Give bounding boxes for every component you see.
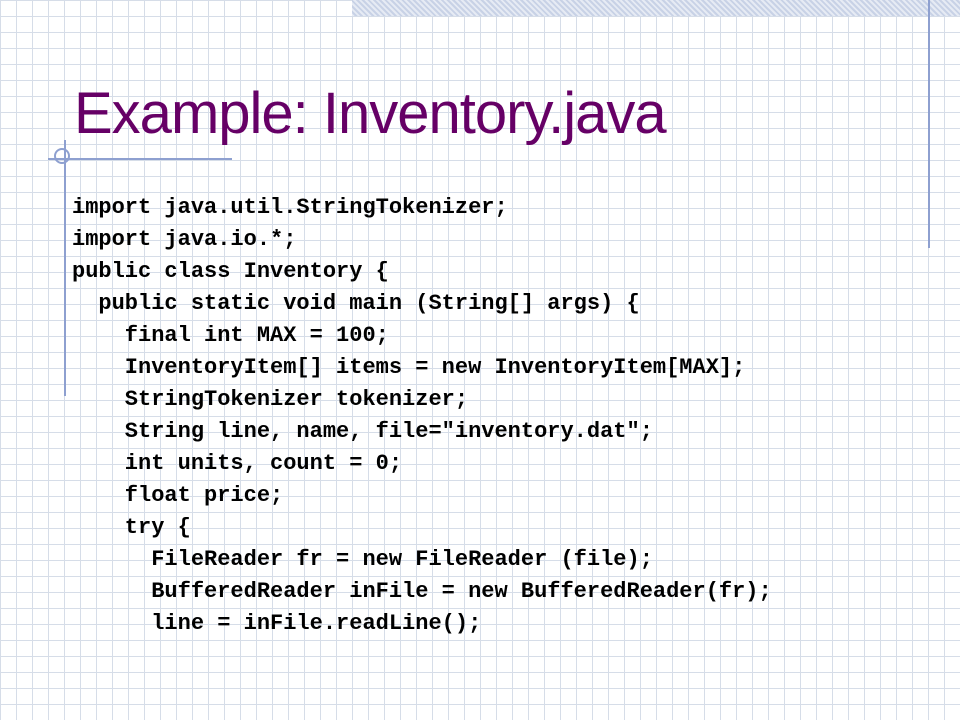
code-line-6: InventoryItem[] items = new InventoryIte… xyxy=(72,355,746,380)
code-line-1: import java.util.StringTokenizer; xyxy=(72,195,508,220)
code-line-2: import java.io.*; xyxy=(72,227,297,252)
code-line-11: try { xyxy=(72,515,191,540)
code-block: import java.util.StringTokenizer; import… xyxy=(72,192,772,640)
circle-ornament-icon xyxy=(54,148,70,164)
slide-title: Example: Inventory.java xyxy=(74,81,667,146)
code-line-7: StringTokenizer tokenizer; xyxy=(72,387,469,412)
code-line-9: int units, count = 0; xyxy=(72,451,403,476)
decorative-vertical-line-left xyxy=(64,140,66,396)
title-underline xyxy=(48,158,232,160)
code-line-5: final int MAX = 100; xyxy=(72,323,389,348)
code-line-4: public static void main (String[] args) … xyxy=(72,291,640,316)
code-line-8: String line, name, file="inventory.dat"; xyxy=(72,419,653,444)
code-line-13: BufferedReader inFile = new BufferedRead… xyxy=(72,579,772,604)
code-line-3: public class Inventory { xyxy=(72,259,389,284)
code-line-10: float price; xyxy=(72,483,284,508)
code-line-12: FileReader fr = new FileReader (file); xyxy=(72,547,653,572)
decorative-top-band xyxy=(352,0,960,16)
decorative-vertical-line-right xyxy=(928,0,930,248)
code-line-14: line = inFile.readLine(); xyxy=(72,611,482,636)
